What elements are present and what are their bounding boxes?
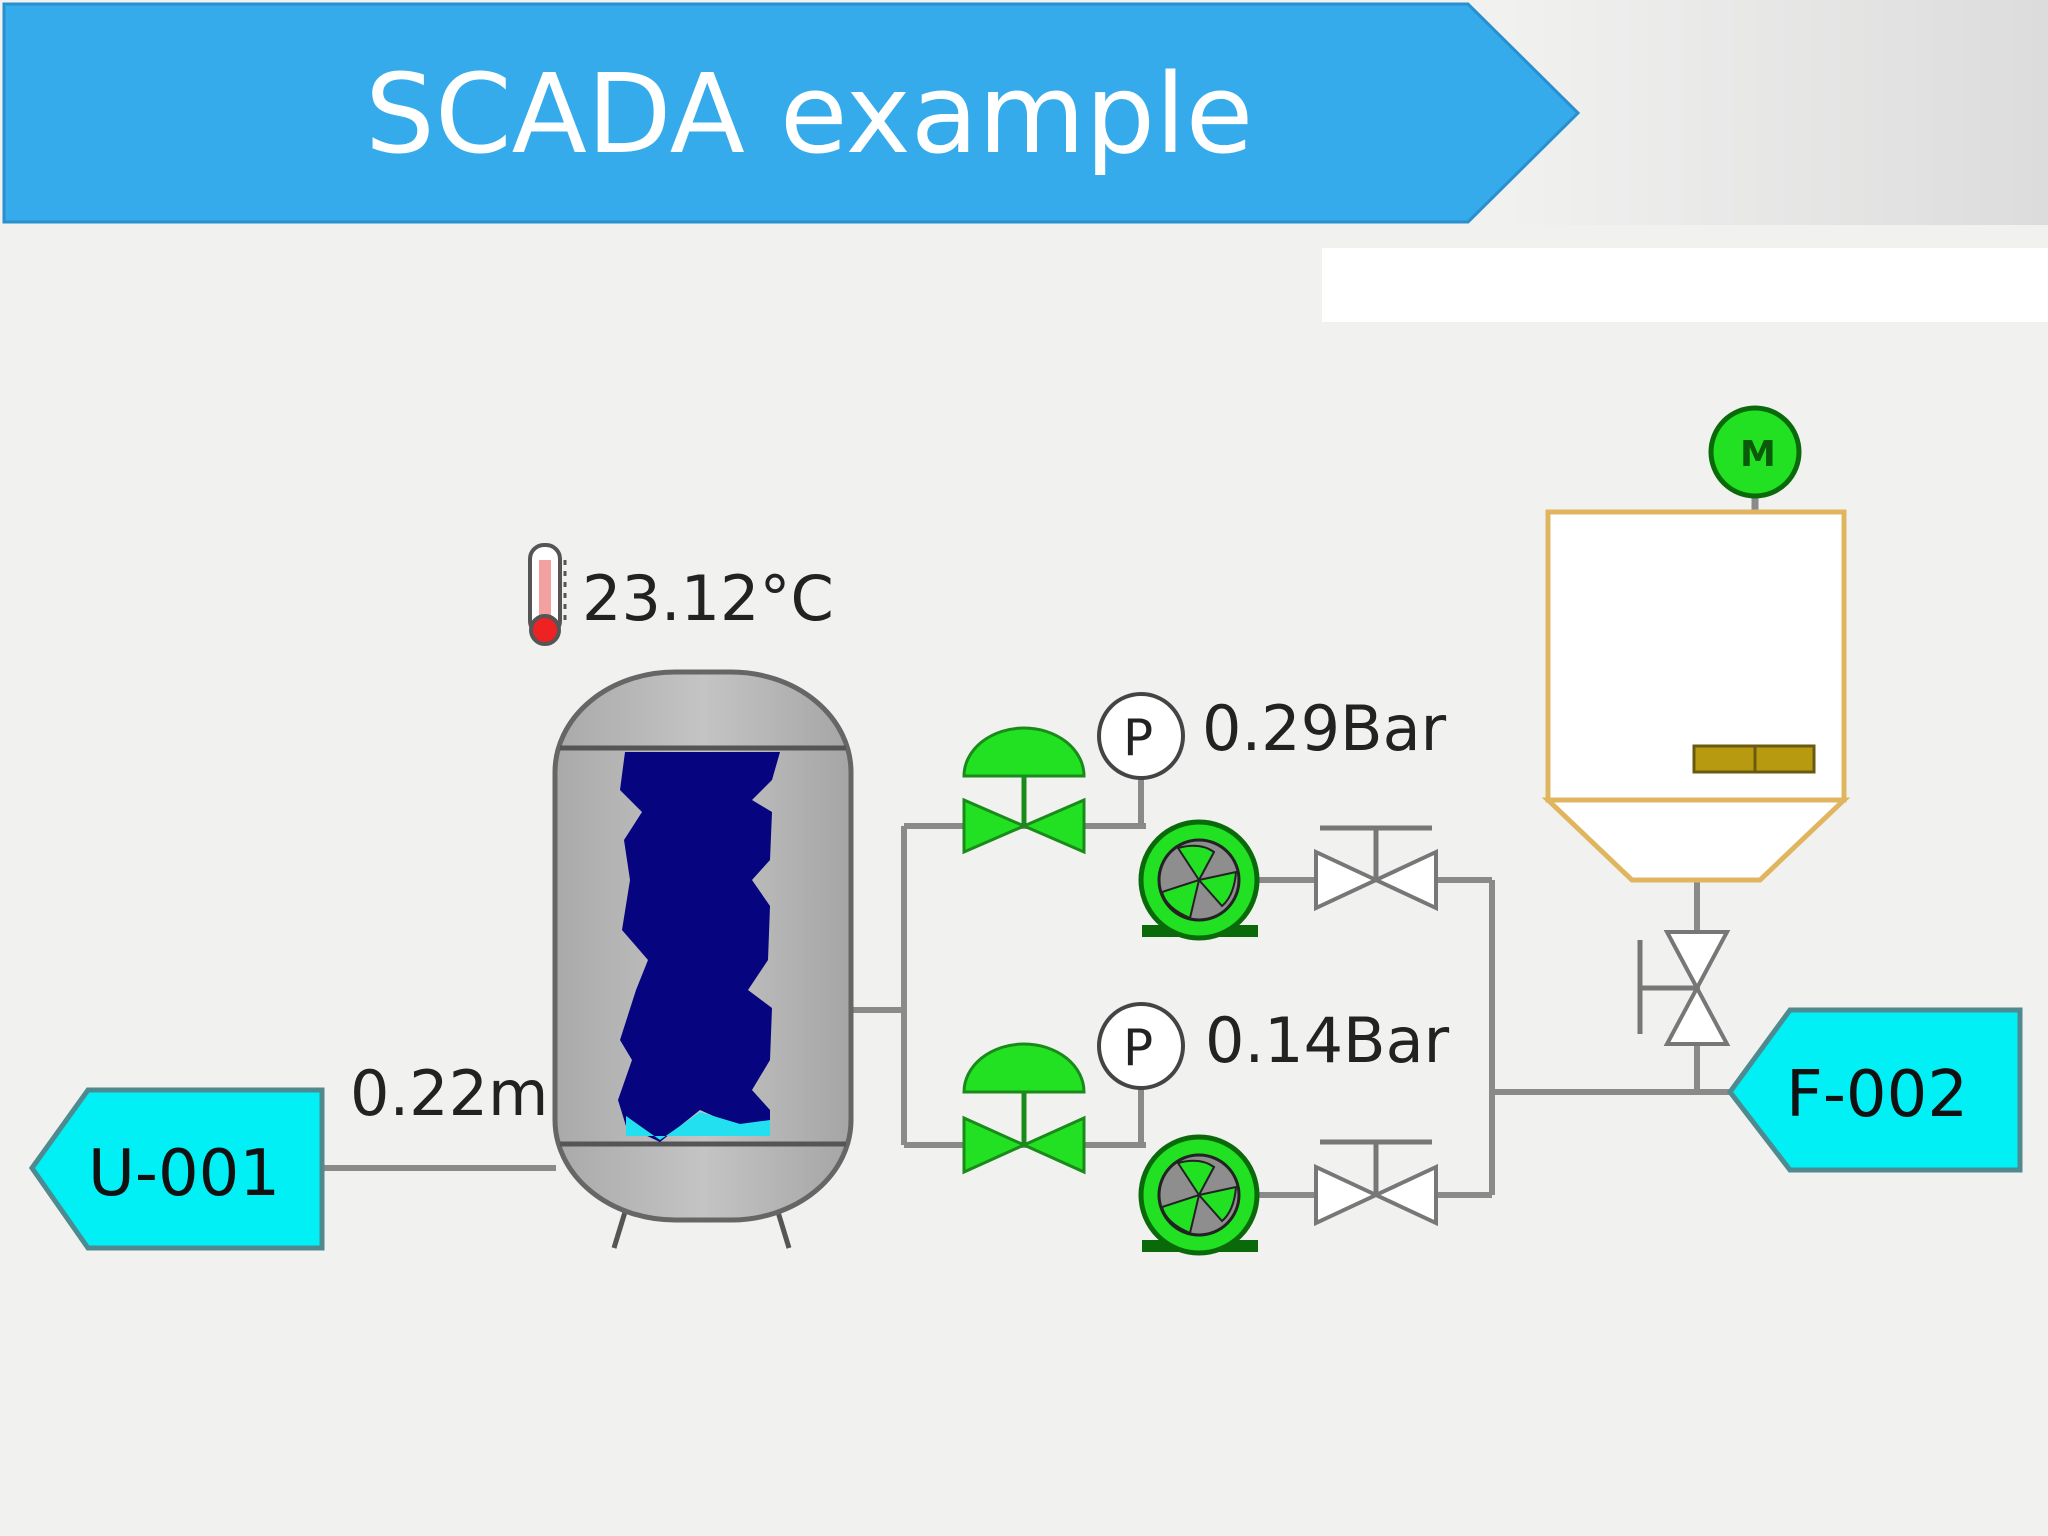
mixing-vessel[interactable] <box>1541 509 1851 883</box>
title-banner: SCADA example <box>2 2 1581 224</box>
storage-tank[interactable] <box>552 669 854 1249</box>
control-valve-top[interactable] <box>962 726 1086 855</box>
manual-valve-top[interactable] <box>1314 825 1438 912</box>
pressure-readout-bottom: 0.14Bar <box>1205 1004 1450 1077</box>
level-readout: 0.22m <box>350 1057 548 1130</box>
motor-icon[interactable]: M <box>1708 405 1802 499</box>
pressure-symbol-bottom: P <box>1123 1019 1153 1077</box>
pump-bottom[interactable] <box>1138 1134 1260 1256</box>
pressure-readout-top: 0.29Bar <box>1202 692 1447 765</box>
pressure-symbol-top: P <box>1123 709 1153 767</box>
slide-title: SCADA example <box>365 50 1253 178</box>
thermometer-icon <box>528 543 567 646</box>
manual-valve-bottom[interactable] <box>1314 1139 1438 1227</box>
control-valve-bottom[interactable] <box>962 1042 1086 1175</box>
pressure-gauge-bottom: P <box>1097 1002 1185 1090</box>
pressure-gauge-top: P <box>1097 692 1185 780</box>
white-strip <box>1322 248 2048 322</box>
temperature-readout: 23.12°C <box>582 562 834 635</box>
tank-liquid-level <box>618 752 780 1142</box>
source-tag[interactable]: U-001 <box>28 1087 325 1251</box>
header-fade <box>1500 0 2048 225</box>
dest-tag[interactable]: F-002 <box>1726 1007 2023 1173</box>
dest-tag-label: F-002 <box>1786 1058 1968 1132</box>
motor-label: M <box>1740 434 1776 475</box>
source-tag-label: U-001 <box>88 1137 280 1211</box>
drain-valve[interactable] <box>1637 930 1731 1046</box>
pump-top[interactable] <box>1138 819 1260 941</box>
